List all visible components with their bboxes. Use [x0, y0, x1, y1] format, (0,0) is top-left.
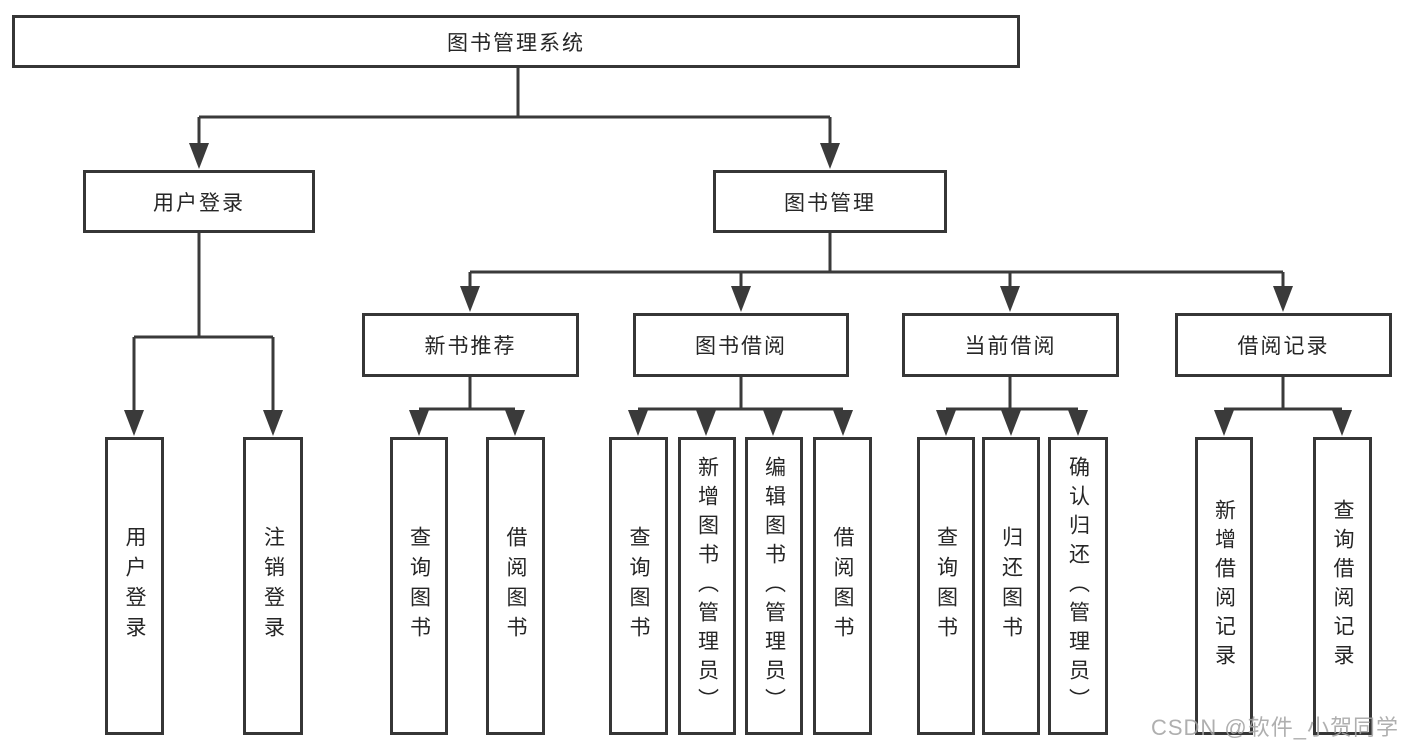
- node-root-label: 图书管理系统: [447, 31, 585, 55]
- node-user-login-label: 用户登录: [153, 191, 245, 215]
- node-user-login: 用户登录: [83, 170, 315, 233]
- leaf-borrow-books-recommend: 借阅图书: [486, 437, 545, 735]
- node-borrowing-records-label: 借阅记录: [1237, 335, 1330, 358]
- leaf-borrow-books: 借阅图书: [813, 437, 872, 735]
- node-current-borrowing-label: 当前借阅: [964, 335, 1057, 358]
- leaf-return-books: 归还图书: [982, 437, 1040, 735]
- leaf-user-login: 用户登录: [105, 437, 164, 735]
- node-book-management: 图书管理: [713, 170, 947, 233]
- leaf-logout: 注销登录: [243, 437, 303, 735]
- node-borrowing-records: 借阅记录: [1175, 313, 1392, 377]
- leaf-confirm-return-admin: 确认归还（管理员）: [1048, 437, 1108, 735]
- leaf-add-borrow-record: 新增借阅记录: [1195, 437, 1253, 735]
- leaf-query-books-current: 查询图书: [917, 437, 975, 735]
- csdn-watermark: CSDN @软件_小贺同学: [1150, 715, 1399, 740]
- node-book-borrowing-label: 图书借阅: [695, 335, 787, 358]
- node-root-system: 图书管理系统: [12, 15, 1020, 68]
- leaf-query-books-borrow: 查询图书: [609, 437, 668, 735]
- leaf-add-book-admin: 新增图书（管理员）: [678, 437, 736, 735]
- leaf-query-borrow-record: 查询借阅记录: [1313, 437, 1372, 735]
- node-new-book-recommend-label: 新书推荐: [424, 335, 517, 358]
- node-current-borrowing: 当前借阅: [902, 313, 1119, 377]
- node-book-borrowing: 图书借阅: [633, 313, 849, 377]
- node-new-book-recommend: 新书推荐: [362, 313, 579, 377]
- node-book-management-label: 图书管理: [784, 191, 876, 215]
- leaf-edit-book-admin: 编辑图书（管理员）: [745, 437, 803, 735]
- leaf-query-books-recommend: 查询图书: [390, 437, 448, 735]
